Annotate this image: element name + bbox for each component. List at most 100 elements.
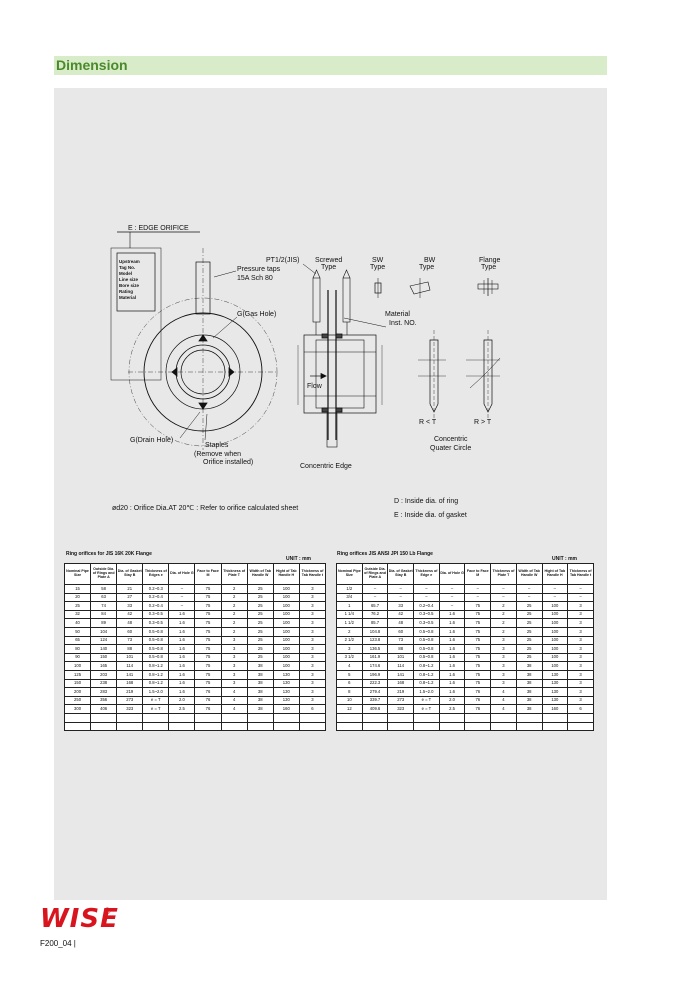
table-cell: 2: [490, 601, 517, 611]
table-cell: 100: [272, 592, 300, 603]
header-cell: Dia. of Gasket Stay B: [116, 563, 144, 585]
table-cell: 222.3: [361, 678, 389, 689]
table-cell: 76: [464, 695, 492, 706]
table-cell: [567, 721, 594, 732]
table-cell: 100: [541, 644, 569, 654]
table-cell: –: [168, 592, 196, 603]
tag-line-1: Upstream: [119, 259, 140, 264]
table-cell: 38: [515, 678, 543, 689]
table-cell: 2: [490, 626, 517, 637]
concentric-edge-label: Concentric Edge: [300, 463, 352, 470]
table-cell: 3: [567, 695, 594, 706]
table-cell: 8: [336, 687, 363, 697]
table-cell: 25: [515, 609, 543, 620]
ansi-table-title: Ring orifices JIS ANSI JPI 150 Lb Flange: [337, 551, 433, 557]
table-cell: 0.8~1.2: [142, 678, 170, 689]
table-cell: 25: [246, 635, 274, 646]
table-cell: [272, 721, 300, 732]
table-cell: 76: [464, 704, 492, 714]
table-cell: –: [464, 592, 492, 603]
table-cell: 114: [387, 661, 415, 671]
table-cell: 0.5~0.8: [413, 626, 440, 637]
page-code: F200_04 |: [40, 939, 76, 948]
sw-type-label: Type: [370, 264, 385, 271]
table-cell: 323: [116, 704, 144, 714]
table-cell: 1.6: [168, 635, 196, 646]
table-cell: [336, 721, 363, 732]
table-row: 1/2–––––––––: [336, 584, 594, 594]
table-cell: 1.5~2.0: [142, 687, 170, 697]
table-cell: 130: [272, 669, 300, 680]
table-cell: 3: [298, 652, 327, 663]
table-cell: 58: [90, 584, 118, 594]
table-cell: [490, 712, 517, 723]
table-cell: [63, 712, 92, 723]
table-cell: 75: [464, 678, 492, 689]
table-cell: 1.6: [438, 635, 466, 646]
tag-line-2: Tag No.: [119, 265, 135, 270]
table-cell: 2: [220, 609, 248, 620]
header-cell: Face to Face M: [194, 563, 222, 585]
table-cell: 100: [272, 601, 300, 611]
table-row: [63, 712, 327, 723]
table-cell: 76: [194, 687, 222, 697]
table-cell: 75: [464, 669, 492, 680]
table-cell: 1.6: [168, 678, 196, 689]
table-cell: 73: [116, 635, 144, 646]
header-cell: Dia. of Hole G: [168, 563, 196, 585]
table-cell: 25: [246, 652, 274, 663]
tag-line-3: Model: [119, 271, 132, 276]
table-cell: 3: [567, 678, 594, 689]
table-cell: 42: [116, 609, 144, 620]
table-cell: 3: [490, 661, 517, 671]
table-cell: 2: [336, 626, 363, 637]
table-cell: 2: [220, 592, 248, 603]
inst-no-label: Inst. NO.: [389, 320, 417, 327]
table-cell: 3: [490, 644, 517, 654]
table-cell: 1/2: [336, 584, 363, 594]
table-cell: 130: [541, 687, 569, 697]
table-cell: 3: [567, 618, 594, 628]
table-cell: 0.3~0.5: [413, 609, 440, 620]
table-cell: 2: [490, 609, 517, 620]
flow-label: Flow: [307, 383, 323, 390]
note-e: E : Inside dia. of gasket: [394, 512, 467, 519]
table-cell: 0.5~0.8: [142, 626, 170, 637]
table-cell: [168, 712, 196, 723]
ansi-table-unit: UNIT : mm: [552, 556, 577, 562]
table-cell: 1: [336, 601, 363, 611]
section-header: Dimension: [54, 56, 607, 75]
table-cell: [142, 721, 170, 732]
table-cell: 3: [490, 678, 517, 689]
table-cell: 196.9: [361, 669, 389, 680]
table-cell: 141: [116, 669, 144, 680]
r-gt-t-label: R > T: [474, 419, 492, 426]
table-cell: 200: [63, 687, 92, 697]
table-cell: 2: [220, 584, 248, 594]
table-cell: e = T: [413, 704, 440, 714]
table-cell: [490, 721, 517, 732]
table-cell: 75: [464, 661, 492, 671]
table-cell: 100: [272, 635, 300, 646]
table-cell: –: [438, 584, 466, 594]
header-cell: Nominal Pipe Size: [63, 563, 92, 585]
table-cell: 130: [541, 678, 569, 689]
r-lt-t-label: R < T: [419, 419, 437, 426]
table-cell: 1.6: [438, 678, 466, 689]
header-cell: Width of Tab Handle W: [246, 563, 274, 585]
table-cell: 25: [515, 626, 543, 637]
table-cell: [194, 712, 222, 723]
table-cell: 4: [490, 704, 517, 714]
table-cell: 273: [387, 695, 415, 706]
table-cell: 0.3~0.5: [142, 609, 170, 620]
header-cell: Thickness of Plate T: [490, 563, 517, 585]
table-cell: 3: [567, 635, 594, 646]
